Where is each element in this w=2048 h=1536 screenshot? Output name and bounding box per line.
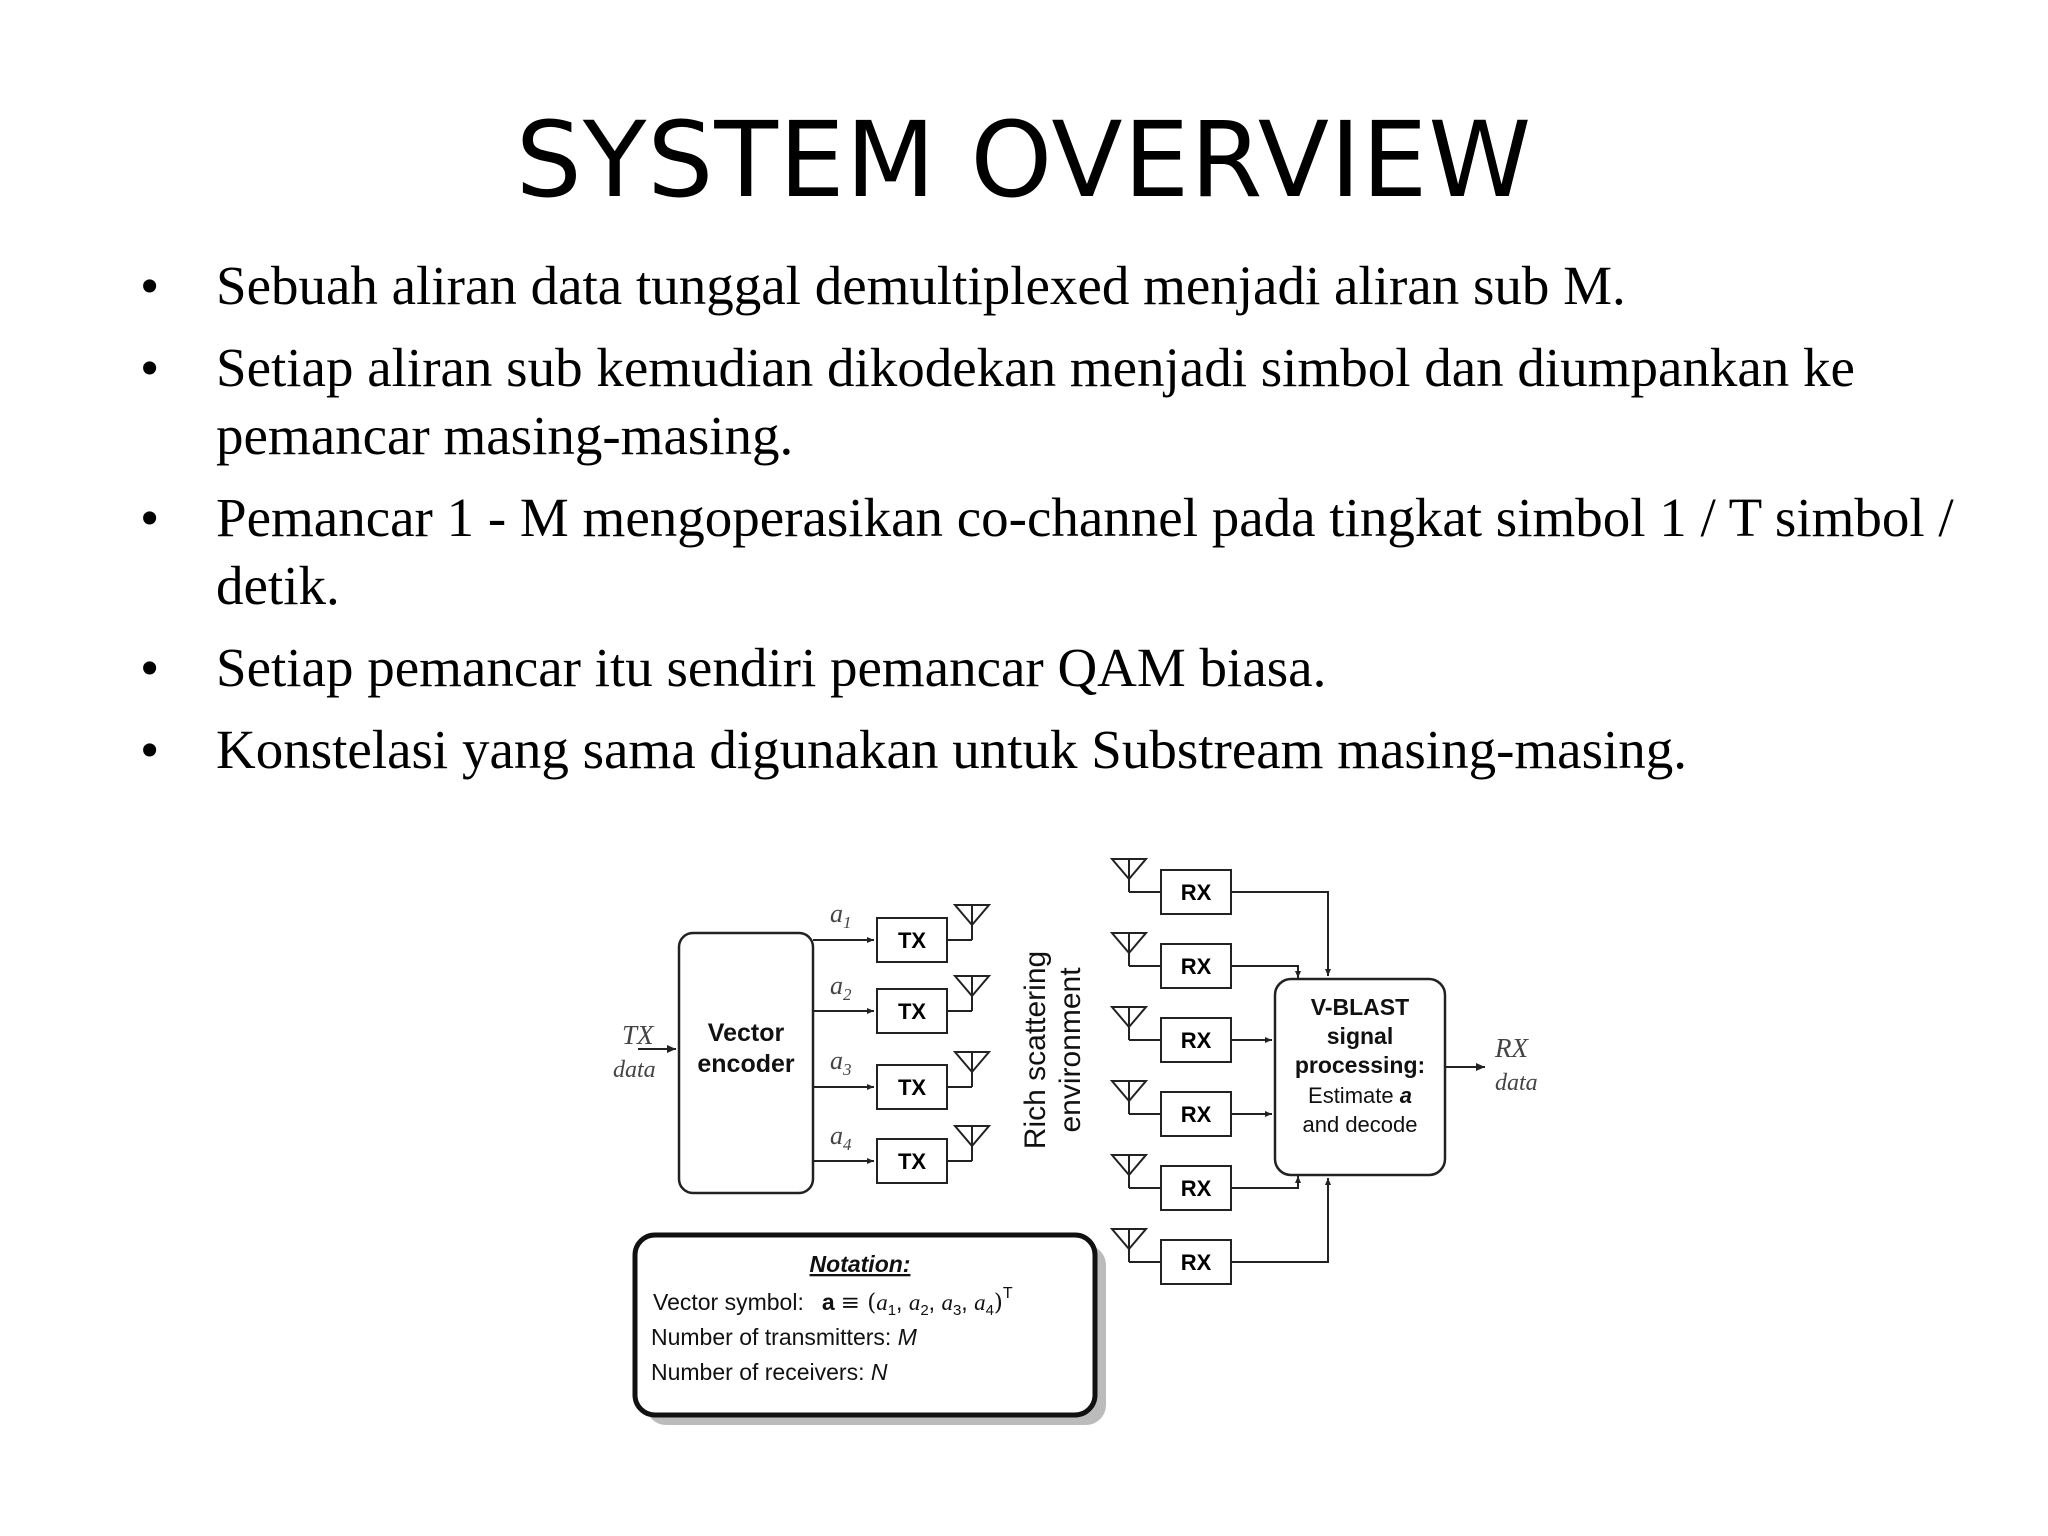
tx-branch: a1 TX <box>813 899 992 963</box>
tx-box <box>876 988 948 1034</box>
vblast-processor-line: processing: <box>1295 1052 1425 1078</box>
antenna-icon <box>1109 932 1149 955</box>
vblast-processor-line: and decode <box>1303 1112 1418 1137</box>
rx-box-label: RX <box>1181 1028 1212 1053</box>
bullet-text: Setiap aliran sub kemudian dikodekan men… <box>216 337 1855 466</box>
stream-label: a4 <box>830 1121 852 1154</box>
tx-data-label-2: data <box>613 1057 656 1083</box>
rx-box-label: RX <box>1181 1176 1212 1201</box>
rx-data-label-2: data <box>1495 1070 1538 1096</box>
notation-transmitters: Number of transmitters: M <box>651 1324 918 1350</box>
rx-box-label: RX <box>1181 954 1212 979</box>
tx-branch: a4 TX <box>813 1121 992 1184</box>
vblast-diagram-svg: TX data Vector encoder a1 TX a2 <box>613 858 1538 1425</box>
stream-label: a3 <box>830 1046 852 1079</box>
rx-branch: RX <box>1109 1154 1301 1211</box>
bullet-item: • Setiap aliran sub kemudian dikodekan me… <box>140 334 1960 470</box>
rx-box <box>1160 943 1232 989</box>
tx-box-label: TX <box>898 999 926 1024</box>
bullet-item: • Konstelasi yang sama digunakan untuk Su… <box>140 716 1960 784</box>
antenna-icon <box>1109 1228 1149 1251</box>
antenna-icon <box>952 1051 992 1074</box>
bullet-text: Sebuah aliran data tunggal demultiplexed… <box>216 255 1626 316</box>
antenna-icon <box>952 1125 992 1148</box>
bullet-list: • Sebuah aliran data tunggal demultiplexe… <box>140 252 1960 798</box>
vector-encoder-label: Vector <box>708 1019 785 1047</box>
vblast-processor-title: V-BLAST <box>1311 994 1409 1020</box>
bullet-item: • Sebuah aliran data tunggal demultiplexe… <box>140 252 1960 320</box>
tx-box-label: TX <box>898 1075 926 1100</box>
notation-vector-symbol: Vector symbol:a≡ (a1, a2, a3, a4)T <box>653 1285 1013 1319</box>
tx-branch: a3 TX <box>813 1046 992 1110</box>
stream-label: a2 <box>830 971 852 1004</box>
vector-encoder-box <box>677 931 815 1195</box>
rx-to-processor-arrow <box>1231 1176 1301 1189</box>
rx-box-label: RX <box>1181 880 1212 905</box>
bullet-text: Setiap pemancar itu sendiri pemancar QAM… <box>216 637 1327 698</box>
rx-to-processor-arrow <box>1231 891 1331 976</box>
slide-title: SYSTEM OVERVIEW <box>515 99 1533 221</box>
vblast-diagram: TX data Vector encoder a1 TX a2 <box>600 845 1560 1425</box>
antenna-icon <box>952 904 992 927</box>
antenna-icon <box>1109 1006 1149 1029</box>
vblast-processor-line: signal <box>1327 1023 1393 1049</box>
rx-branch: RX <box>1109 1178 1331 1285</box>
bullet-item: • Setiap pemancar itu sendiri pemancar QA… <box>140 634 1960 702</box>
notation-box: Notation: Vector symbol:a≡ (a1, a2, a3, … <box>632 1232 1106 1425</box>
bullet-item: • Pemancar 1 - M mengoperasikan co-channe… <box>140 484 1960 620</box>
rx-to-processor-arrow <box>1231 965 1301 978</box>
notation-box-frame <box>632 1232 1098 1418</box>
bullet-marker: • <box>140 487 160 548</box>
bullet-marker: • <box>140 637 160 698</box>
vblast-processor-line: Estimate a <box>1308 1083 1412 1108</box>
bullet-text: Konstelasi yang sama digunakan untuk Sub… <box>216 719 1688 780</box>
bullet-text: Pemancar 1 - M mengoperasikan co-channel… <box>216 487 1954 616</box>
notation-heading: Notation: <box>810 1251 911 1277</box>
rx-to-processor-arrow <box>1231 1178 1331 1263</box>
bullet-marker: • <box>140 255 160 316</box>
rx-data-label: RX <box>1494 1033 1529 1063</box>
rx-branch: RX <box>1109 932 1301 989</box>
tx-box-label: TX <box>898 928 926 953</box>
rx-branch: RX <box>1109 1080 1272 1137</box>
rx-box-label: RX <box>1181 1250 1212 1275</box>
rx-box-label: RX <box>1181 1102 1212 1127</box>
rx-box <box>1160 1165 1232 1211</box>
stream-label: a1 <box>830 899 852 932</box>
antenna-icon <box>1109 1080 1149 1103</box>
bullet-marker: • <box>140 337 160 398</box>
notation-receivers: Number of receivers: N <box>651 1359 888 1385</box>
tx-box-label: TX <box>898 1149 926 1174</box>
environment-label-2: environment <box>1054 967 1087 1133</box>
vector-encoder-label-2: encoder <box>697 1050 795 1078</box>
vblast-processor-box <box>1273 977 1447 1177</box>
environment-label: Rich scattering <box>1019 951 1052 1149</box>
rx-branch: RX <box>1109 1006 1272 1063</box>
tx-data-label: TX <box>622 1020 655 1050</box>
antenna-icon <box>1109 858 1149 881</box>
antenna-icon <box>1109 1154 1149 1177</box>
rx-box <box>1160 1239 1232 1285</box>
tx-branch: a2 TX <box>813 971 992 1034</box>
rx-branch: RX <box>1109 858 1331 976</box>
antenna-icon <box>952 975 992 998</box>
bullet-marker: • <box>140 719 160 780</box>
